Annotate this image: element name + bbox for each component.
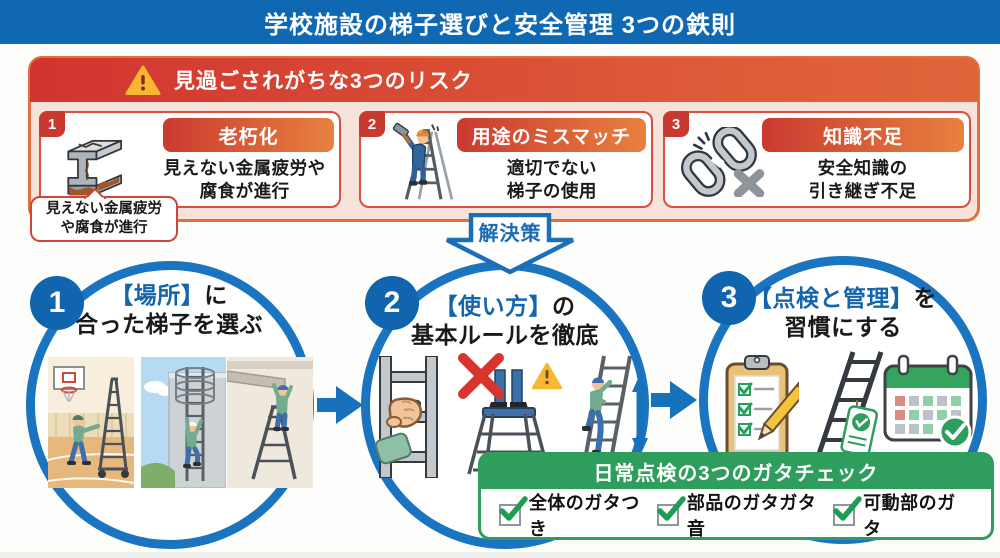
step-title-place: 【場所】に 合った梯子を選ぶ <box>49 281 289 340</box>
down-arrow-icon <box>445 212 575 275</box>
risk-card-title: 用途のミスマッチ <box>471 126 632 148</box>
risk-card-body: 安全知識の 引き継ぎ不足 <box>762 157 963 202</box>
daily-check-items: 全体のガタつき 部品のガタガタ音 可動部のガタ <box>491 493 981 539</box>
step-title-line2: 基本ルールを徹底 <box>411 322 599 349</box>
right-arrow-icon <box>651 381 697 419</box>
risk-card-body: 見えない金属疲労や 腐食が進行 <box>154 157 335 202</box>
step-number-badge: 3 <box>702 271 756 325</box>
step-title-usage: 【使い方】の 基本ルールを徹底 <box>385 292 625 351</box>
check-item: 部品のガタガタ音 <box>657 489 833 541</box>
risk-section-header: 見過ごされがちな3つのリスク <box>30 58 978 102</box>
step-title-rest: を <box>913 285 937 311</box>
risk-card-body-line: 適切でない <box>506 158 597 179</box>
checkbox-checked-icon <box>833 496 863 526</box>
check-item: 全体のガタつき <box>499 489 657 541</box>
daily-check-section: 日常点検の3つのガタチェック 全体のガタつき 部品のガタガタ音 可動部のガタ <box>478 452 994 540</box>
caged-ladder-illustration <box>141 357 226 488</box>
risk-card-title-pill: 知識不足 <box>762 118 964 152</box>
grip-lock-check-icon <box>374 356 438 478</box>
gym-ladder-illustration <box>48 357 134 488</box>
step-title-accent: 【使い方】 <box>434 293 552 319</box>
title-banner: 学校施設の梯子選びと安全管理 3つの鉄則 <box>0 0 1000 44</box>
check-item-label: 全体のガタつき <box>528 493 640 539</box>
step-title-inspection: 【点検と管理】を 習慣にする <box>718 284 968 343</box>
risk-card-body-line: 安全知識の <box>817 158 908 179</box>
risk-card-title-pill: 用途のミスマッチ <box>456 118 646 152</box>
risk-card-title: 知識不足 <box>823 126 904 148</box>
bubble-pointer <box>84 188 106 199</box>
check-item-label: 可動部のガタ <box>863 493 956 539</box>
check-item: 可動部のガタ <box>833 489 973 541</box>
risk-card-title: 老朽化 <box>218 126 279 148</box>
inspection-calendar-icon <box>883 354 973 449</box>
step-title-line2: 習慣にする <box>784 314 902 341</box>
risk-number-badge: 2 <box>359 111 385 137</box>
bubble-line: や腐食が進行 <box>60 220 148 236</box>
check-item-label: 部品のガタガタ音 <box>686 493 817 539</box>
risk-section-title: 見過ごされがちな3つのリスク <box>174 70 473 93</box>
risk-card-aging: 1 老朽化 見えない金属疲労や 腐食が進行 <box>39 111 341 208</box>
aging-callout-bubble: 見えない金属疲労 や腐食が進行 <box>30 188 178 242</box>
daily-check-header: 日常点検の3つのガタチェック <box>480 454 992 489</box>
risk-number-badge: 1 <box>39 111 65 137</box>
page-title: 学校施設の梯子選びと安全管理 3つの鉄則 <box>263 11 736 39</box>
solution-arrow: 解決策 <box>444 212 576 275</box>
risk-number-badge: 3 <box>663 111 689 137</box>
tagged-ladder-icon <box>814 351 884 461</box>
step-title-rest: に <box>204 282 228 308</box>
solution-label: 解決策 <box>478 223 542 245</box>
risk-card-body-line: 梯子の使用 <box>506 180 597 201</box>
step-number-badge: 2 <box>365 276 419 330</box>
warning-triangle-icon <box>125 65 161 95</box>
broken-chain-icon <box>681 127 765 197</box>
step-title-line2: 合った梯子を選ぶ <box>75 311 263 338</box>
inspection-checklist-icon <box>725 355 799 460</box>
risk-card-body: 適切でない 梯子の使用 <box>457 157 647 202</box>
checkbox-checked-icon <box>657 496 686 526</box>
checkbox-checked-icon <box>499 496 528 526</box>
risk-card-title-pill: 老朽化 <box>163 118 334 152</box>
three-point-climb-icon <box>580 355 648 477</box>
step-title-rest: の <box>552 293 576 319</box>
risk-section: 見過ごされがちな3つのリスク 1 老朽化 見えない金属疲労や 腐食が進行 <box>28 56 980 222</box>
step-title-accent: 【場所】 <box>110 282 205 308</box>
no-standing-on-top-icon <box>458 353 563 475</box>
risk-card-body-line: 引き継ぎ不足 <box>808 180 917 201</box>
ceiling-work-illustration <box>227 357 313 488</box>
step-title-accent: 【点検と管理】 <box>749 285 914 311</box>
risk-card-body-line: 見えない金属疲労や <box>163 158 326 179</box>
risk-card-body-line: 腐食が進行 <box>199 180 290 201</box>
step-number-badge: 1 <box>30 276 84 330</box>
worker-on-stepladder-icon <box>392 122 454 200</box>
risk-card-mismatch: 2 <box>359 111 653 208</box>
bubble-line: 見えない金属疲労 <box>46 201 162 218</box>
rusted-ibeam-icon <box>67 139 123 196</box>
risk-card-knowledge: 3 知識不足 <box>663 111 971 208</box>
right-arrow-icon <box>317 386 363 424</box>
daily-check-title: 日常点検の3つのガタチェック <box>593 463 879 485</box>
bottom-edge-strip <box>0 552 1000 558</box>
